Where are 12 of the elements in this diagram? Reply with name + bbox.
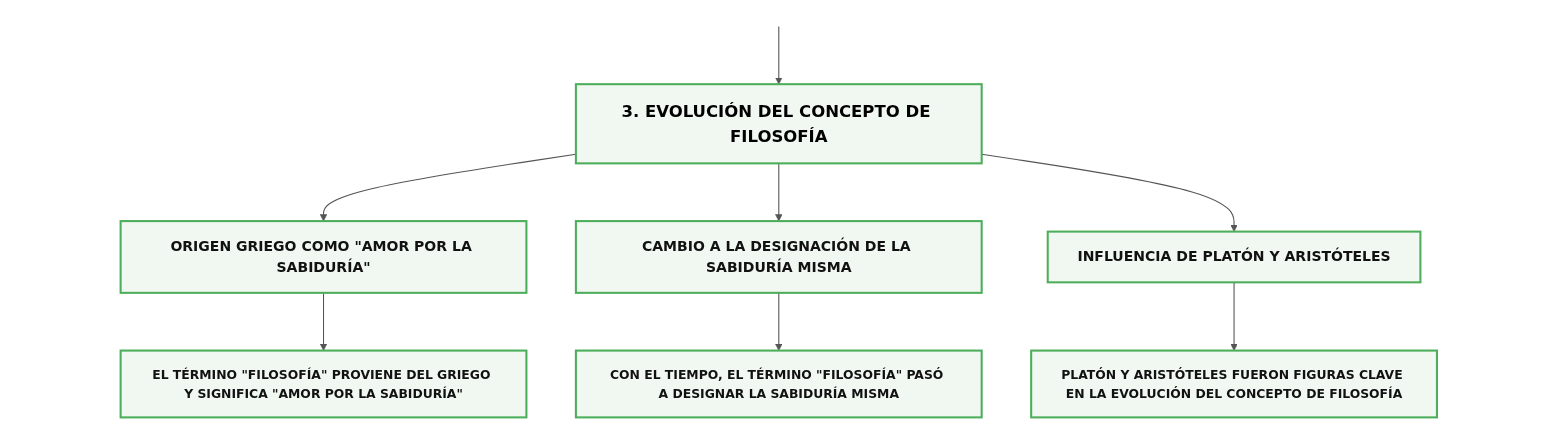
arrow xyxy=(775,25,783,85)
node-box: EL TÉRMINO "FILOSOFÍA" PROVIENE DEL GRIEGO Y SIGNIFICA "AMOR POR LA SABIDURÍA" xyxy=(119,349,528,419)
node-box: CON EL TIEMPO, EL TÉRMINO "FILOSOFÍA" PASÓ A DESIGNAR LA SABIDURÍA MISMA xyxy=(575,349,983,419)
arrow xyxy=(981,153,1238,232)
arrow xyxy=(320,292,328,351)
arrow xyxy=(320,153,577,222)
arrow xyxy=(775,292,783,351)
node-box: 3. EVOLUCIÓN DEL CONCEPTO DE FILOSOFÍA xyxy=(575,83,983,165)
node-box: ORIGEN GRIEGO COMO "AMOR POR LA SABIDURÍA" xyxy=(119,220,528,294)
node-box: CAMBIO A LA DESIGNACIÓN DE LA SABIDURÍA MISMA xyxy=(575,220,983,294)
node-box: PLATÓN Y ARISTÓTELES FUERON FIGURAS CLAVE EN LA EVOLUCIÓN DEL CONCEPTO DE FILOSOFÍA xyxy=(1030,349,1439,419)
node-box: INFLUENCIA DE PLATÓN Y ARISTÓTELES xyxy=(1046,230,1422,284)
